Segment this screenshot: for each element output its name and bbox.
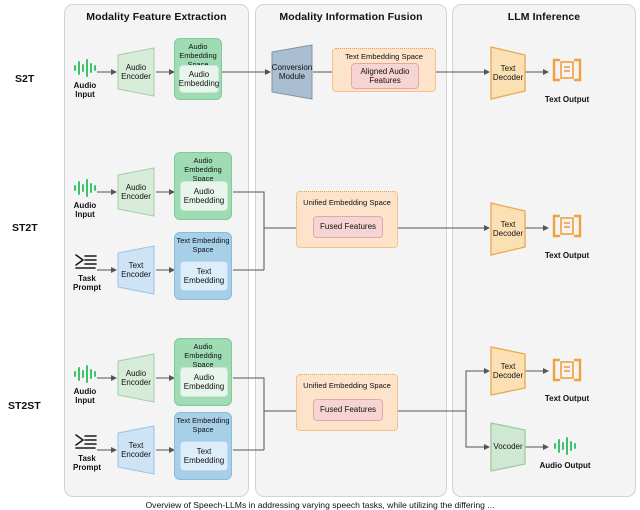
- fused-features-label-st2st: Fused Features: [319, 405, 377, 415]
- vocoder-label: Vocoder: [493, 442, 523, 452]
- panel-title-information-fusion: Modality Information Fusion: [279, 11, 423, 23]
- text-embedding-label-st2st: Text Embedding: [183, 446, 225, 465]
- row-label-st2st: ST2ST: [8, 400, 41, 412]
- text-embedding-space-st2t: Text Embedding Space Text Embedding: [174, 232, 232, 300]
- task-prompt-icon-st2st: [74, 432, 98, 450]
- audio-encoder-st2st[interactable]: Audio Encoder: [116, 352, 156, 404]
- text-embedding-space-title-s2t: Text Embedding Space: [344, 52, 424, 61]
- audio-embedding-space-label-st2t: Audio Embedding Space: [184, 156, 222, 183]
- audio-embedding-box-st2t[interactable]: Audio Embedding: [180, 181, 228, 211]
- text-embedding-space-st2st: Text Embedding Space Text Embedding: [174, 412, 232, 480]
- audio-output-caption: Audio Output: [539, 461, 591, 470]
- fused-features-box-st2t[interactable]: Fused Features: [313, 216, 383, 238]
- vocoder-st2st[interactable]: Vocoder: [489, 421, 527, 473]
- audio-embedding-label-st2st: Audio Embedding: [183, 372, 225, 391]
- text-embedding-space-label-st2t: Text Embedding Space: [176, 236, 230, 254]
- text-decoder-s2t[interactable]: Text Decoder: [489, 45, 527, 101]
- audio-embedding-label: Audio Embedding: [178, 69, 220, 88]
- task-prompt-label-st2t: Task Prompt: [73, 274, 101, 293]
- conversion-module-label: Conversion Module: [271, 62, 313, 81]
- audio-input-label: Audio Input: [73, 81, 97, 100]
- conversion-module[interactable]: Conversion Module: [270, 43, 314, 101]
- text-output-caption-st2st: Text Output: [544, 394, 590, 403]
- audio-waveform-icon-st2st: [72, 364, 98, 384]
- unified-embedding-space-label-st2st: Unified Embedding Space: [303, 381, 391, 390]
- panel-title-llm-inference: LLM Inference: [507, 11, 581, 23]
- unified-embedding-space-st2st: Unified Embedding Space Fused Features: [296, 374, 398, 431]
- task-prompt-label-st2st: Task Prompt: [73, 454, 101, 473]
- audio-embedding-box-st2st[interactable]: Audio Embedding: [180, 367, 228, 397]
- text-embedding-box-st2t[interactable]: Text Embedding: [180, 261, 228, 291]
- audio-embedding-space-st2st: Audio Embedding Space Audio Embedding: [174, 338, 232, 406]
- audio-output-waveform-icon: [552, 436, 578, 456]
- aligned-audio-features-box[interactable]: Aligned Audio Features: [351, 63, 419, 89]
- audio-encoder-s2t[interactable]: Audio Encoder: [116, 46, 156, 98]
- audio-encoder-label: Audio Encoder: [121, 62, 151, 81]
- task-prompt-caption-st2t: Task Prompt: [62, 274, 112, 292]
- task-prompt-caption-st2st: Task Prompt: [62, 454, 112, 472]
- row-label-st2t: ST2T: [12, 222, 38, 234]
- audio-embedding-space-st2t: Audio Embedding Space Audio Embedding: [174, 152, 232, 220]
- text-decoder-st2st[interactable]: Text Decoder: [489, 345, 527, 397]
- audio-encoder-st2t[interactable]: Audio Encoder: [116, 166, 156, 218]
- fused-features-box-st2st[interactable]: Fused Features: [313, 399, 383, 421]
- text-output-caption-s2t: Text Output: [544, 95, 590, 104]
- text-decoder-st2t[interactable]: Text Decoder: [489, 201, 527, 257]
- text-decoder-label-st2t: Text Decoder: [492, 219, 524, 238]
- unified-embedding-space-label-st2t: Unified Embedding Space: [303, 198, 391, 207]
- audio-input-caption-s2t: Audio Input: [62, 81, 108, 99]
- text-embedding-box-st2st[interactable]: Text Embedding: [180, 441, 228, 471]
- audio-input-caption-st2st: Audio Input: [62, 387, 108, 405]
- unified-embedding-space-st2t: Unified Embedding Space Fused Features: [296, 191, 398, 248]
- audio-embedding-box-s2t[interactable]: Audio Embedding: [179, 65, 219, 93]
- text-output-caption-st2t: Text Output: [544, 251, 590, 260]
- text-output-icon-st2t: [552, 214, 582, 238]
- fused-features-label-st2t: Fused Features: [319, 222, 377, 232]
- text-embedding-space-label-st2st: Text Embedding Space: [176, 416, 230, 434]
- audio-waveform-icon: [72, 58, 98, 78]
- audio-embedding-space-label: Audio Embedding Space: [179, 42, 217, 69]
- aligned-audio-features-label: Aligned Audio Features: [360, 66, 410, 85]
- row-label-s2t: S2T: [15, 73, 35, 85]
- audio-waveform-icon-st2t: [72, 178, 98, 198]
- text-encoder-label-st2st: Text Encoder: [121, 440, 151, 459]
- text-embedding-space-s2t: Text Embedding Space Text Embedding Spac…: [332, 48, 436, 92]
- audio-embedding-space-label-st2st: Audio Embedding Space: [184, 342, 222, 369]
- audio-input-label-st2st: Audio Input: [73, 387, 97, 406]
- text-encoder-label-st2t: Text Encoder: [121, 260, 151, 279]
- text-encoder-st2st[interactable]: Text Encoder: [116, 424, 156, 476]
- audio-encoder-label-st2t: Audio Encoder: [121, 182, 151, 201]
- audio-encoder-label-st2st: Audio Encoder: [121, 368, 151, 387]
- panel-title-feature-extraction: Modality Feature Extraction: [86, 11, 227, 23]
- task-prompt-icon-st2t: [74, 252, 98, 270]
- audio-input-caption-st2t: Audio Input: [62, 201, 108, 219]
- text-encoder-st2t[interactable]: Text Encoder: [116, 244, 156, 296]
- audio-embedding-space-s2t: Audio Embedding Space Audio Embedding: [174, 38, 222, 100]
- text-output-icon-st2st: [552, 358, 582, 382]
- audio-embedding-label-st2t: Audio Embedding: [183, 186, 225, 205]
- text-decoder-label: Text Decoder: [492, 63, 524, 82]
- text-embedding-label-st2t: Text Embedding: [183, 266, 225, 285]
- text-output-icon-s2t: [552, 58, 582, 82]
- figure-caption: Overview of Speech-LLMs in addressing va…: [145, 500, 495, 510]
- audio-input-label-st2t: Audio Input: [73, 201, 97, 220]
- text-decoder-label-st2st: Text Decoder: [492, 361, 524, 380]
